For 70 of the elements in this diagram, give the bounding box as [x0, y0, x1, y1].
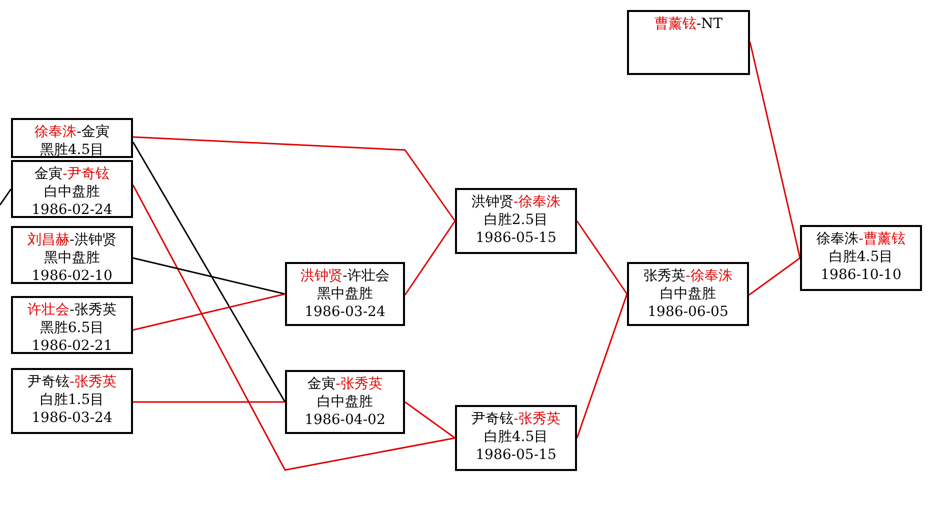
bracket-line	[748, 257, 800, 296]
result-text: 白中盘胜	[659, 285, 717, 303]
player-name: -张秀英	[514, 411, 560, 427]
bracket-line	[132, 184, 456, 471]
result-text: 白胜1.5目	[38, 391, 106, 409]
match-box	[627, 10, 750, 75]
result-text: 白胜4.5目	[482, 428, 550, 446]
bracket-line	[132, 142, 286, 402]
bracket-line	[576, 294, 628, 438]
result-text: 黑胜6.5目	[38, 319, 106, 337]
match-box	[11, 296, 133, 354]
player-name: -许壮会	[342, 268, 390, 284]
date-text: 1986-05-15	[474, 446, 558, 464]
player-name: -徐奉洙	[686, 268, 732, 284]
player-name: -NT	[696, 16, 723, 32]
result-text: 黑中盘胜	[316, 285, 374, 303]
player-name: 张秀英	[644, 268, 686, 284]
match-box	[11, 160, 133, 218]
result-text: 白中盘胜	[43, 183, 101, 201]
bracket-line	[404, 401, 456, 439]
date-text: 1986-04-02	[304, 411, 386, 429]
match-box	[11, 368, 133, 434]
player-name: 金寅	[34, 166, 63, 182]
bracket-line	[576, 220, 628, 294]
match-box	[455, 188, 577, 254]
player-name: 许壮会	[28, 302, 70, 318]
date-text: 1986-02-24	[30, 201, 114, 219]
bracket-line	[0, 188, 12, 206]
match-box	[11, 226, 133, 284]
player-name: -尹奇铉	[62, 166, 110, 182]
bracket-line	[749, 42, 801, 258]
player-name: 尹奇铉	[28, 374, 70, 390]
bracket-line	[404, 220, 456, 296]
player-name: -洪钟贤	[70, 232, 116, 248]
player-name: -张秀英	[70, 374, 116, 390]
player-name: 徐奉洙	[34, 124, 77, 140]
match-box	[627, 262, 749, 326]
player-name: 徐奉洙	[816, 231, 859, 247]
player-name: 刘昌赫	[28, 232, 70, 248]
player-name: -张秀英	[336, 376, 382, 392]
result-text: 白胜4.5目	[828, 248, 894, 266]
player-name: -徐奉洙	[514, 194, 560, 210]
result-text: 黑中盘胜	[43, 249, 101, 267]
result-text: 白中盘胜	[316, 393, 374, 411]
match-box	[455, 405, 577, 471]
date-text: 1986-06-05	[646, 303, 730, 321]
date-text: 1986-02-10	[30, 267, 114, 285]
match-box	[285, 262, 405, 326]
match-box	[285, 370, 405, 434]
player-name: -曹薰铉	[858, 231, 906, 247]
player-name: 洪钟贤	[472, 194, 514, 210]
player-name: 尹奇铉	[472, 411, 514, 427]
player-name: 洪钟贤	[300, 268, 343, 284]
date-text: 1986-03-24	[30, 409, 114, 427]
result-text: 白胜2.5目	[482, 211, 550, 229]
player-name: -金寅	[76, 124, 110, 140]
date-text: 1986-03-24	[304, 303, 386, 321]
bracket-line	[132, 293, 286, 331]
bracket-line	[133, 401, 285, 403]
player-name: 曹薰铉	[654, 16, 696, 32]
match-box	[11, 118, 133, 158]
date-text: 1986-10-10	[820, 266, 902, 284]
bracket-line	[132, 136, 456, 222]
match-box	[800, 225, 922, 291]
player-name: 金寅	[308, 376, 336, 392]
bracket-line	[132, 257, 286, 295]
date-text: 1986-02-21	[30, 337, 114, 355]
date-text: 1986-05-15	[474, 229, 558, 247]
result-text: 黑胜4.5目	[38, 141, 106, 159]
player-name: -张秀英	[70, 302, 116, 318]
